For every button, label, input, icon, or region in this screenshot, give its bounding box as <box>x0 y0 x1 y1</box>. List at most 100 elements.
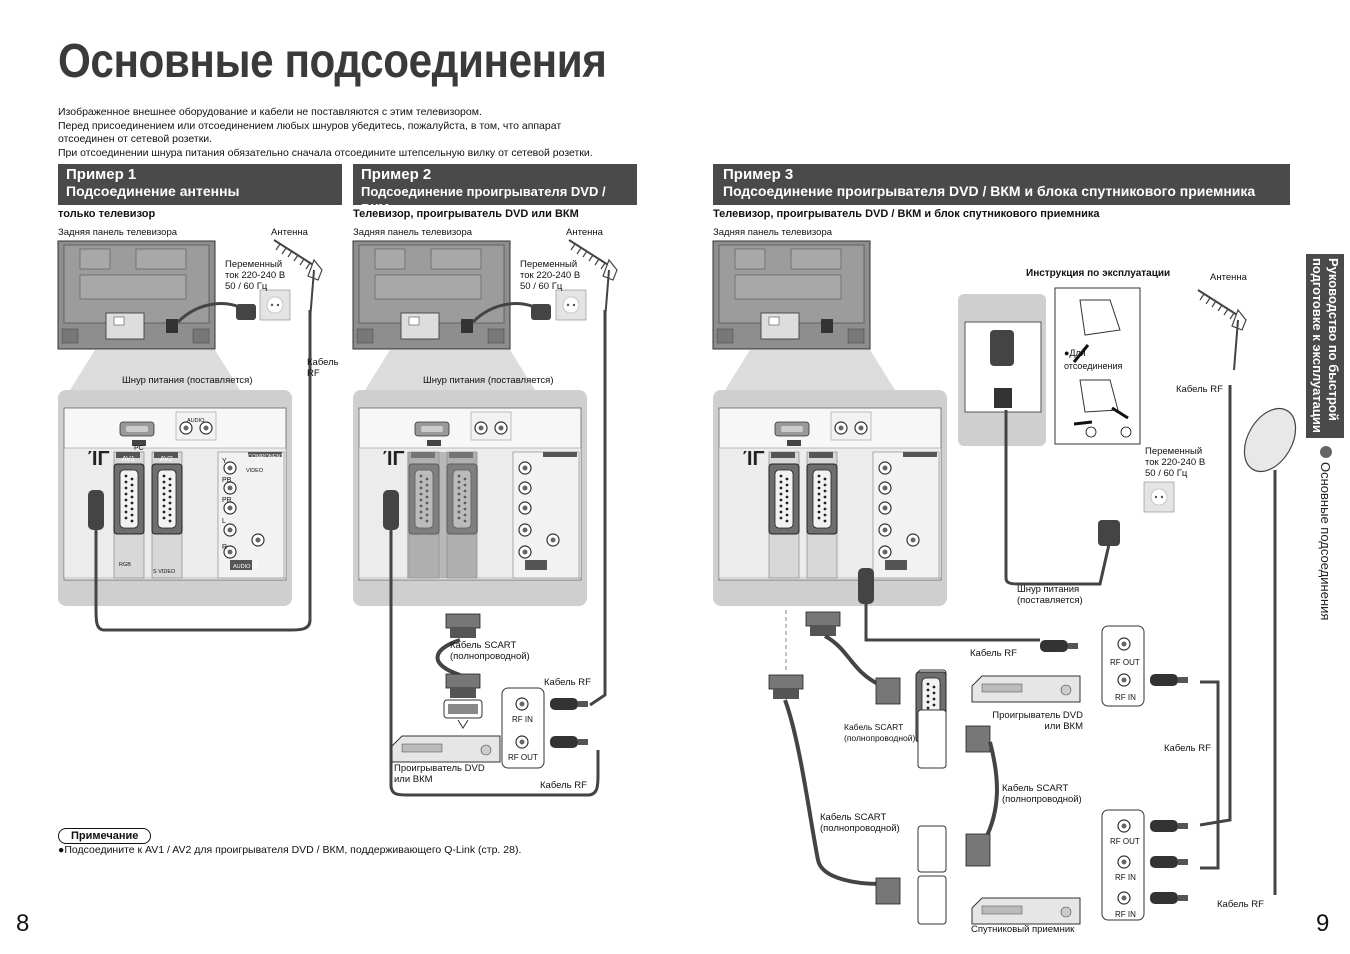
example2-number: Пример 2 <box>361 166 432 183</box>
example3-header: Пример 3 Подсоединение проигрывателя DVD… <box>713 164 1290 205</box>
example3-power-cord-label: Шнур питания (поставляется) <box>1017 584 1083 606</box>
page-number-left: 8 <box>16 910 30 937</box>
example3-number: Пример 3 <box>723 166 794 183</box>
scart-line: Кабель SCART <box>820 812 887 823</box>
player-line: Проигрыватель DVD <box>992 710 1083 721</box>
av2-port-label: AV2 <box>160 456 173 463</box>
example3-rf-in-2-label: RF IN <box>1115 873 1136 882</box>
side-tab-line1: Руководство по быстрой <box>1326 258 1341 421</box>
example3-ac-label: Переменный ток 220-240 В 50 / 60 Гц <box>1145 446 1205 479</box>
scart-line: Кабель SCART <box>1002 783 1069 794</box>
example3-scart-label-3: Кабель SCART (полнопроводной) <box>820 812 900 834</box>
intro-line: Перед присоединением или отсоединением л… <box>58 119 562 132</box>
example2-rf-cable-label-1: Кабель RF <box>544 677 591 688</box>
page-number-right: 9 <box>1316 910 1330 937</box>
player-line: или ВКМ <box>1044 721 1083 732</box>
example3-rf-in-3-label: RF IN <box>1115 910 1136 919</box>
example2-antenna-label: Антенна <box>566 227 603 238</box>
ac-line: 50 / 60 Гц <box>225 281 268 292</box>
example3-rf-cable-bottom-label: Кабель RF <box>1217 899 1264 910</box>
scart-line: (полнопроводной) <box>844 733 916 743</box>
example3-scart-label-2: Кабель SCART (полнопроводной) <box>1002 783 1082 805</box>
av1-port-label: AV1 <box>122 456 135 463</box>
pb-label: PB <box>222 477 232 484</box>
intro-line: При отсоединении шнура питания обязатель… <box>58 146 593 159</box>
example3-rf-out-2-label: RF OUT <box>1110 837 1140 846</box>
side-tab-section: Основные подсоединения <box>1318 462 1333 621</box>
ac-line: Переменный <box>225 259 283 270</box>
scart-line: (полнопроводной) <box>450 651 530 662</box>
example2-title: Подсоединение проигрывателя DVD / ВКМ <box>361 184 606 216</box>
example2-rf-in-label: RF IN <box>512 715 533 724</box>
example3-antenna-label: Антенна <box>1210 272 1247 283</box>
example2-scart-label: Кабель SCART (полнопроводной) <box>450 640 530 662</box>
example2-player-label: Проигрыватель DVD или ВКМ <box>394 763 485 785</box>
side-tab-bullet-icon <box>1320 446 1332 458</box>
pr-label: PR <box>222 497 232 504</box>
example3-rf-out-label: RF OUT <box>1110 658 1140 667</box>
svideo-label: S VIDEO <box>153 569 176 575</box>
example3-disconnect-label: ●Для отсоединения <box>1064 348 1122 372</box>
example3-subtitle: Телевизор, проигрыватель DVD / ВКМ и бло… <box>713 208 1100 220</box>
disconnect-line: ●Для <box>1064 348 1086 358</box>
pc-port-label: PC <box>134 445 144 452</box>
example3-manual-label: Инструкция по эксплуатации <box>1026 268 1171 279</box>
example3-rf-cable-top-label: Кабель RF <box>1176 384 1223 395</box>
example1-power-cord-label: Шнур питания (поставляется) <box>122 375 253 386</box>
ac-line: Переменный <box>520 259 578 270</box>
ac-line: ток 220-240 В <box>1145 457 1206 468</box>
disconnect-line: отсоединения <box>1064 361 1123 371</box>
ac-line: 50 / 60 Гц <box>1145 468 1188 479</box>
example1-rear-panel-label: Задняя панель телевизора <box>58 227 178 238</box>
r-label: R <box>222 544 228 551</box>
audio-in-label: AUDIO IN <box>233 564 258 570</box>
note-text: ●Подсоедините к AV1 / AV2 для проигрыват… <box>58 844 522 856</box>
intro-text: Изображенное внешнее оборудование и кабе… <box>58 106 658 160</box>
example2-rear-panel-label: Задняя панель телевизора <box>353 227 473 238</box>
video-label: VIDEO <box>246 468 264 474</box>
example3-rf-cable-mid-label: Кабель RF <box>970 648 1017 659</box>
y-label: Y <box>222 458 227 465</box>
ac-line: ток 220-240 В <box>520 270 581 281</box>
side-tab: Руководство по быстрой подготовке к эксп… <box>1306 254 1344 438</box>
page-title: Основные подсоединения <box>58 35 607 88</box>
intro-line: Изображенное внешнее оборудование и кабе… <box>58 106 482 118</box>
scart-line: Кабель SCART <box>844 722 904 732</box>
power-cord-line: (поставляется) <box>1017 595 1083 606</box>
example2-rf-cable-label-2: Кабель RF <box>540 780 587 791</box>
intro-line: отсоединен от сетевой розетки. <box>58 133 213 145</box>
example2-ac-label: Переменный ток 220-240 В 50 / 60 Гц <box>520 259 580 292</box>
example2-header: Пример 2 Подсоединение проигрывателя DVD… <box>353 164 637 216</box>
note-label: Примечание <box>58 828 152 844</box>
rgb-label: RGB <box>119 562 131 568</box>
player-line: или ВКМ <box>394 774 433 785</box>
scart-line: (полнопроводной) <box>820 823 900 834</box>
player-line: Проигрыватель DVD <box>394 763 485 774</box>
example2-power-cord-label: Шнур питания (поставляется) <box>423 375 554 386</box>
ac-line: 50 / 60 Гц <box>520 281 563 292</box>
example2-rf-out-label: RF OUT <box>508 753 538 762</box>
example3-rf-in-label: RF IN <box>1115 693 1136 702</box>
component-label: COMPONENT <box>248 454 284 460</box>
example1-antenna-label: Антенна <box>271 227 308 238</box>
example1-ac-label: Переменный ток 220-240 В 50 / 60 Гц <box>225 259 285 292</box>
scart-line: Кабель SCART <box>450 640 517 651</box>
example1-rf-cable-label: Кабель RF <box>307 357 339 379</box>
example2-subtitle: Телевизор, проигрыватель DVD или ВКМ <box>353 208 579 220</box>
example3-rear-panel-label: Задняя панель телевизора <box>713 227 833 238</box>
power-cord-line: Шнур питания <box>1017 584 1080 595</box>
side-tab-line2: подготовке к эксплуатации <box>1310 258 1325 433</box>
ac-line: ток 220-240 В <box>225 270 286 281</box>
example3-title: Подсоединение проигрывателя DVD / ВКМ и … <box>723 183 1256 199</box>
example3-scart-label-1: Кабель SCART (полнопроводной) <box>844 722 915 744</box>
rf-cable-line: Кабель <box>307 357 339 368</box>
ac-line: Переменный <box>1145 446 1203 457</box>
example1-number: Пример 1 <box>66 166 137 183</box>
scart-line: (полнопроводной) <box>1002 794 1082 805</box>
example3-satellite-label: Спутниковый приемник <box>971 924 1075 935</box>
example1-header: Пример 1 Подсоединение антенны <box>58 164 342 205</box>
example1-subtitle: только телевизор <box>58 208 156 220</box>
example3-rf-cable-right-label: Кабель RF <box>1164 743 1211 754</box>
example3-player-label: Проигрыватель DVD или ВКМ <box>985 710 1083 732</box>
